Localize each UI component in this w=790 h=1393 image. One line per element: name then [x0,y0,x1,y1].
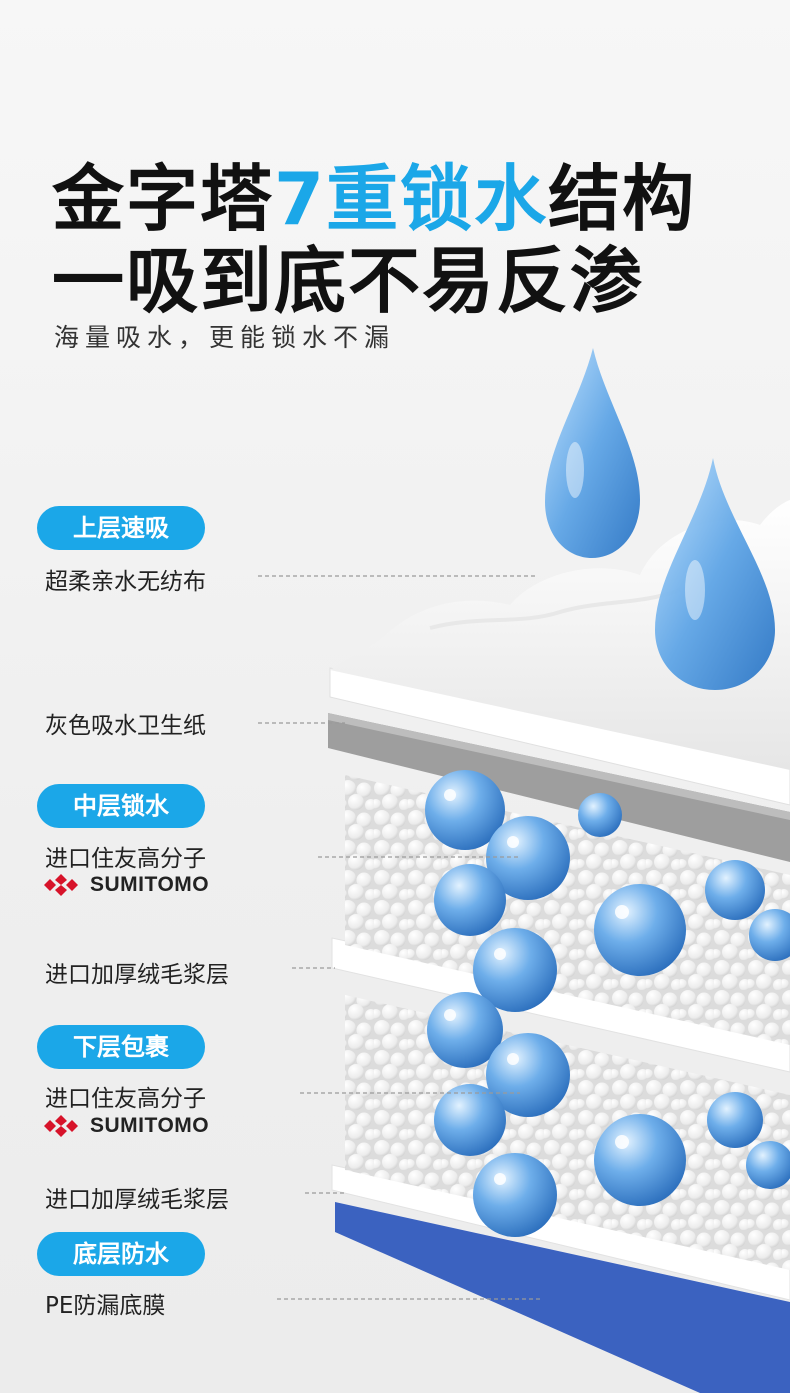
bottom-layer-badge: 底层防水 [37,1232,205,1276]
sumitomo-text-1: SUMITOMO [90,873,210,896]
subtitle: 海量吸水，更能锁水不漏 [54,323,396,352]
sumitomo-logo-1: SUMITOMO [44,873,209,897]
sumitomo-mark-icon [44,874,78,896]
lower-layer-badge: 下层包裹 [37,1025,205,1069]
headline-part-1: 金字塔 [52,157,275,241]
headline-line-1: 金字塔7重锁水结构 [52,140,696,245]
sumitomo-text-2: SUMITOMO [90,1114,210,1137]
middle-layer-badge: 中层锁水 [37,784,205,828]
top-layer-badge: 上层速吸 [37,506,205,550]
headline-line-2: 一吸到底不易反渗 [52,239,645,323]
pulp-label-2: 进口加厚绒毛浆层 [45,1187,229,1213]
sumitomo-logo-2: SUMITOMO [44,1114,209,1138]
headline-part-2: 结构 [548,157,697,241]
pulp-label-1: 进口加厚绒毛浆层 [45,962,229,988]
nonwoven-label: 超柔亲水无纺布 [45,569,206,595]
pe-film-label: PE防漏底膜 [45,1293,166,1319]
tissue-label: 灰色吸水卫生纸 [45,713,206,739]
sap-label-2: 进口住友高分子 [45,1086,206,1112]
sumitomo-mark-icon [44,1115,78,1137]
sap-label-1: 进口住友高分子 [45,846,206,872]
headline-accent: 7重锁水 [274,157,549,241]
